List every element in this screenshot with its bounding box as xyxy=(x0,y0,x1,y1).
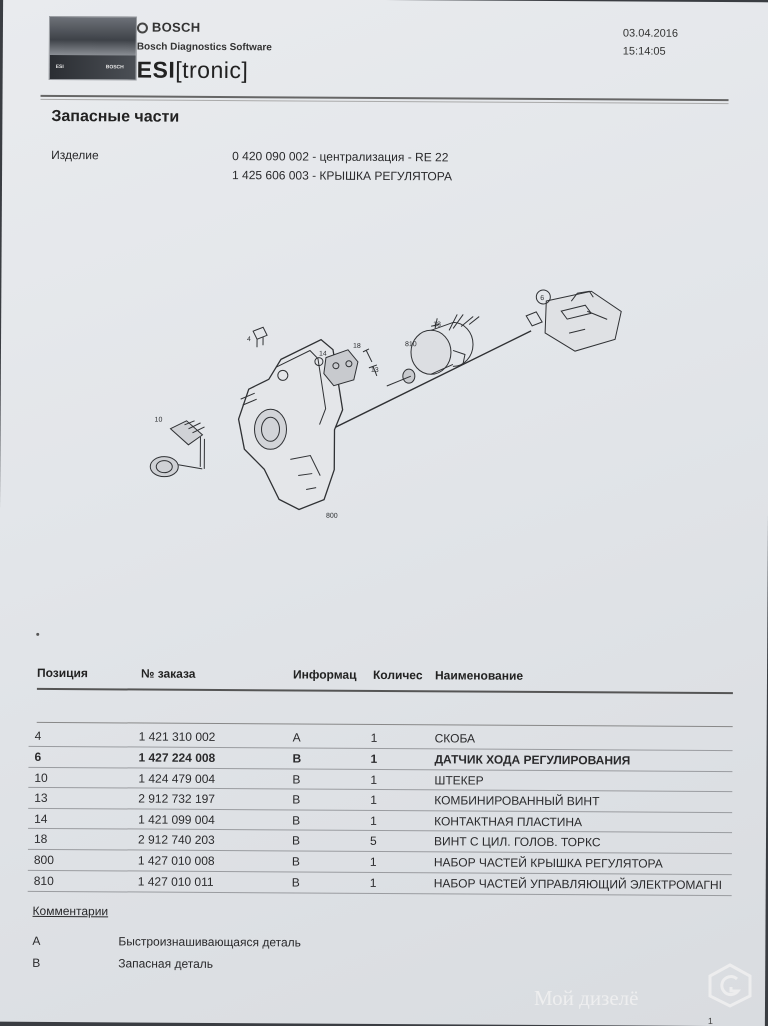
callout-4: 4 xyxy=(247,336,251,343)
comment-key: A xyxy=(32,933,41,948)
callout-18: 18 xyxy=(353,343,361,350)
watermark-text: Мой дизелё xyxy=(534,986,639,1010)
esitronic-logo-image: ESI BOSCH xyxy=(48,15,138,81)
callout-13: 13 xyxy=(371,367,379,374)
col-header-name: Наименование xyxy=(434,668,524,683)
page-title: Запасные части xyxy=(51,107,180,126)
exploded-parts-drawing: 4 14 18 13 810 18 6 10 800 xyxy=(149,289,622,520)
col-header-info: Информац xyxy=(292,667,357,682)
table-header-rule xyxy=(36,687,733,695)
comment-text: Запасная деталь xyxy=(118,956,214,971)
callout-810: 810 xyxy=(405,341,417,348)
comment-text: Быстроизнашивающаяся деталь xyxy=(118,934,301,950)
software-name: Bosch Diagnostics Software xyxy=(136,41,272,54)
col-header-order: № заказа xyxy=(140,666,196,681)
callout-10: 10 xyxy=(155,417,163,424)
product-label: Изделие xyxy=(51,147,99,163)
comment-key: B xyxy=(32,955,41,970)
bosch-brand: BOSCH xyxy=(136,19,200,35)
workshop-photo xyxy=(49,16,137,56)
bosch-armature-icon xyxy=(136,22,148,34)
comments-heading: Комментарии xyxy=(32,903,109,919)
callout-6: 6 xyxy=(540,295,544,302)
product-line-2: 1 425 606 003 - КРЫШКА РЕГУЛЯТОРА xyxy=(232,168,453,184)
page-number: 1 xyxy=(707,1015,713,1026)
watermark-logo-icon xyxy=(708,963,752,1008)
callout-800: 800 xyxy=(326,513,338,520)
callout-14: 14 xyxy=(319,351,327,358)
col-header-position: Позиция xyxy=(36,665,88,681)
stray-dot xyxy=(36,632,40,636)
print-date: 03.04.2016 xyxy=(622,27,679,40)
logo-strip: ESI BOSCH xyxy=(49,54,136,80)
callout-18b: 18 xyxy=(433,321,441,328)
print-time: 15:14:05 xyxy=(622,45,666,58)
col-header-qty: Количес xyxy=(372,667,423,683)
product-name: ESI[tronic] xyxy=(136,56,249,84)
product-line-1: 0 420 090 002 - централизация - RE 22 xyxy=(232,149,449,165)
